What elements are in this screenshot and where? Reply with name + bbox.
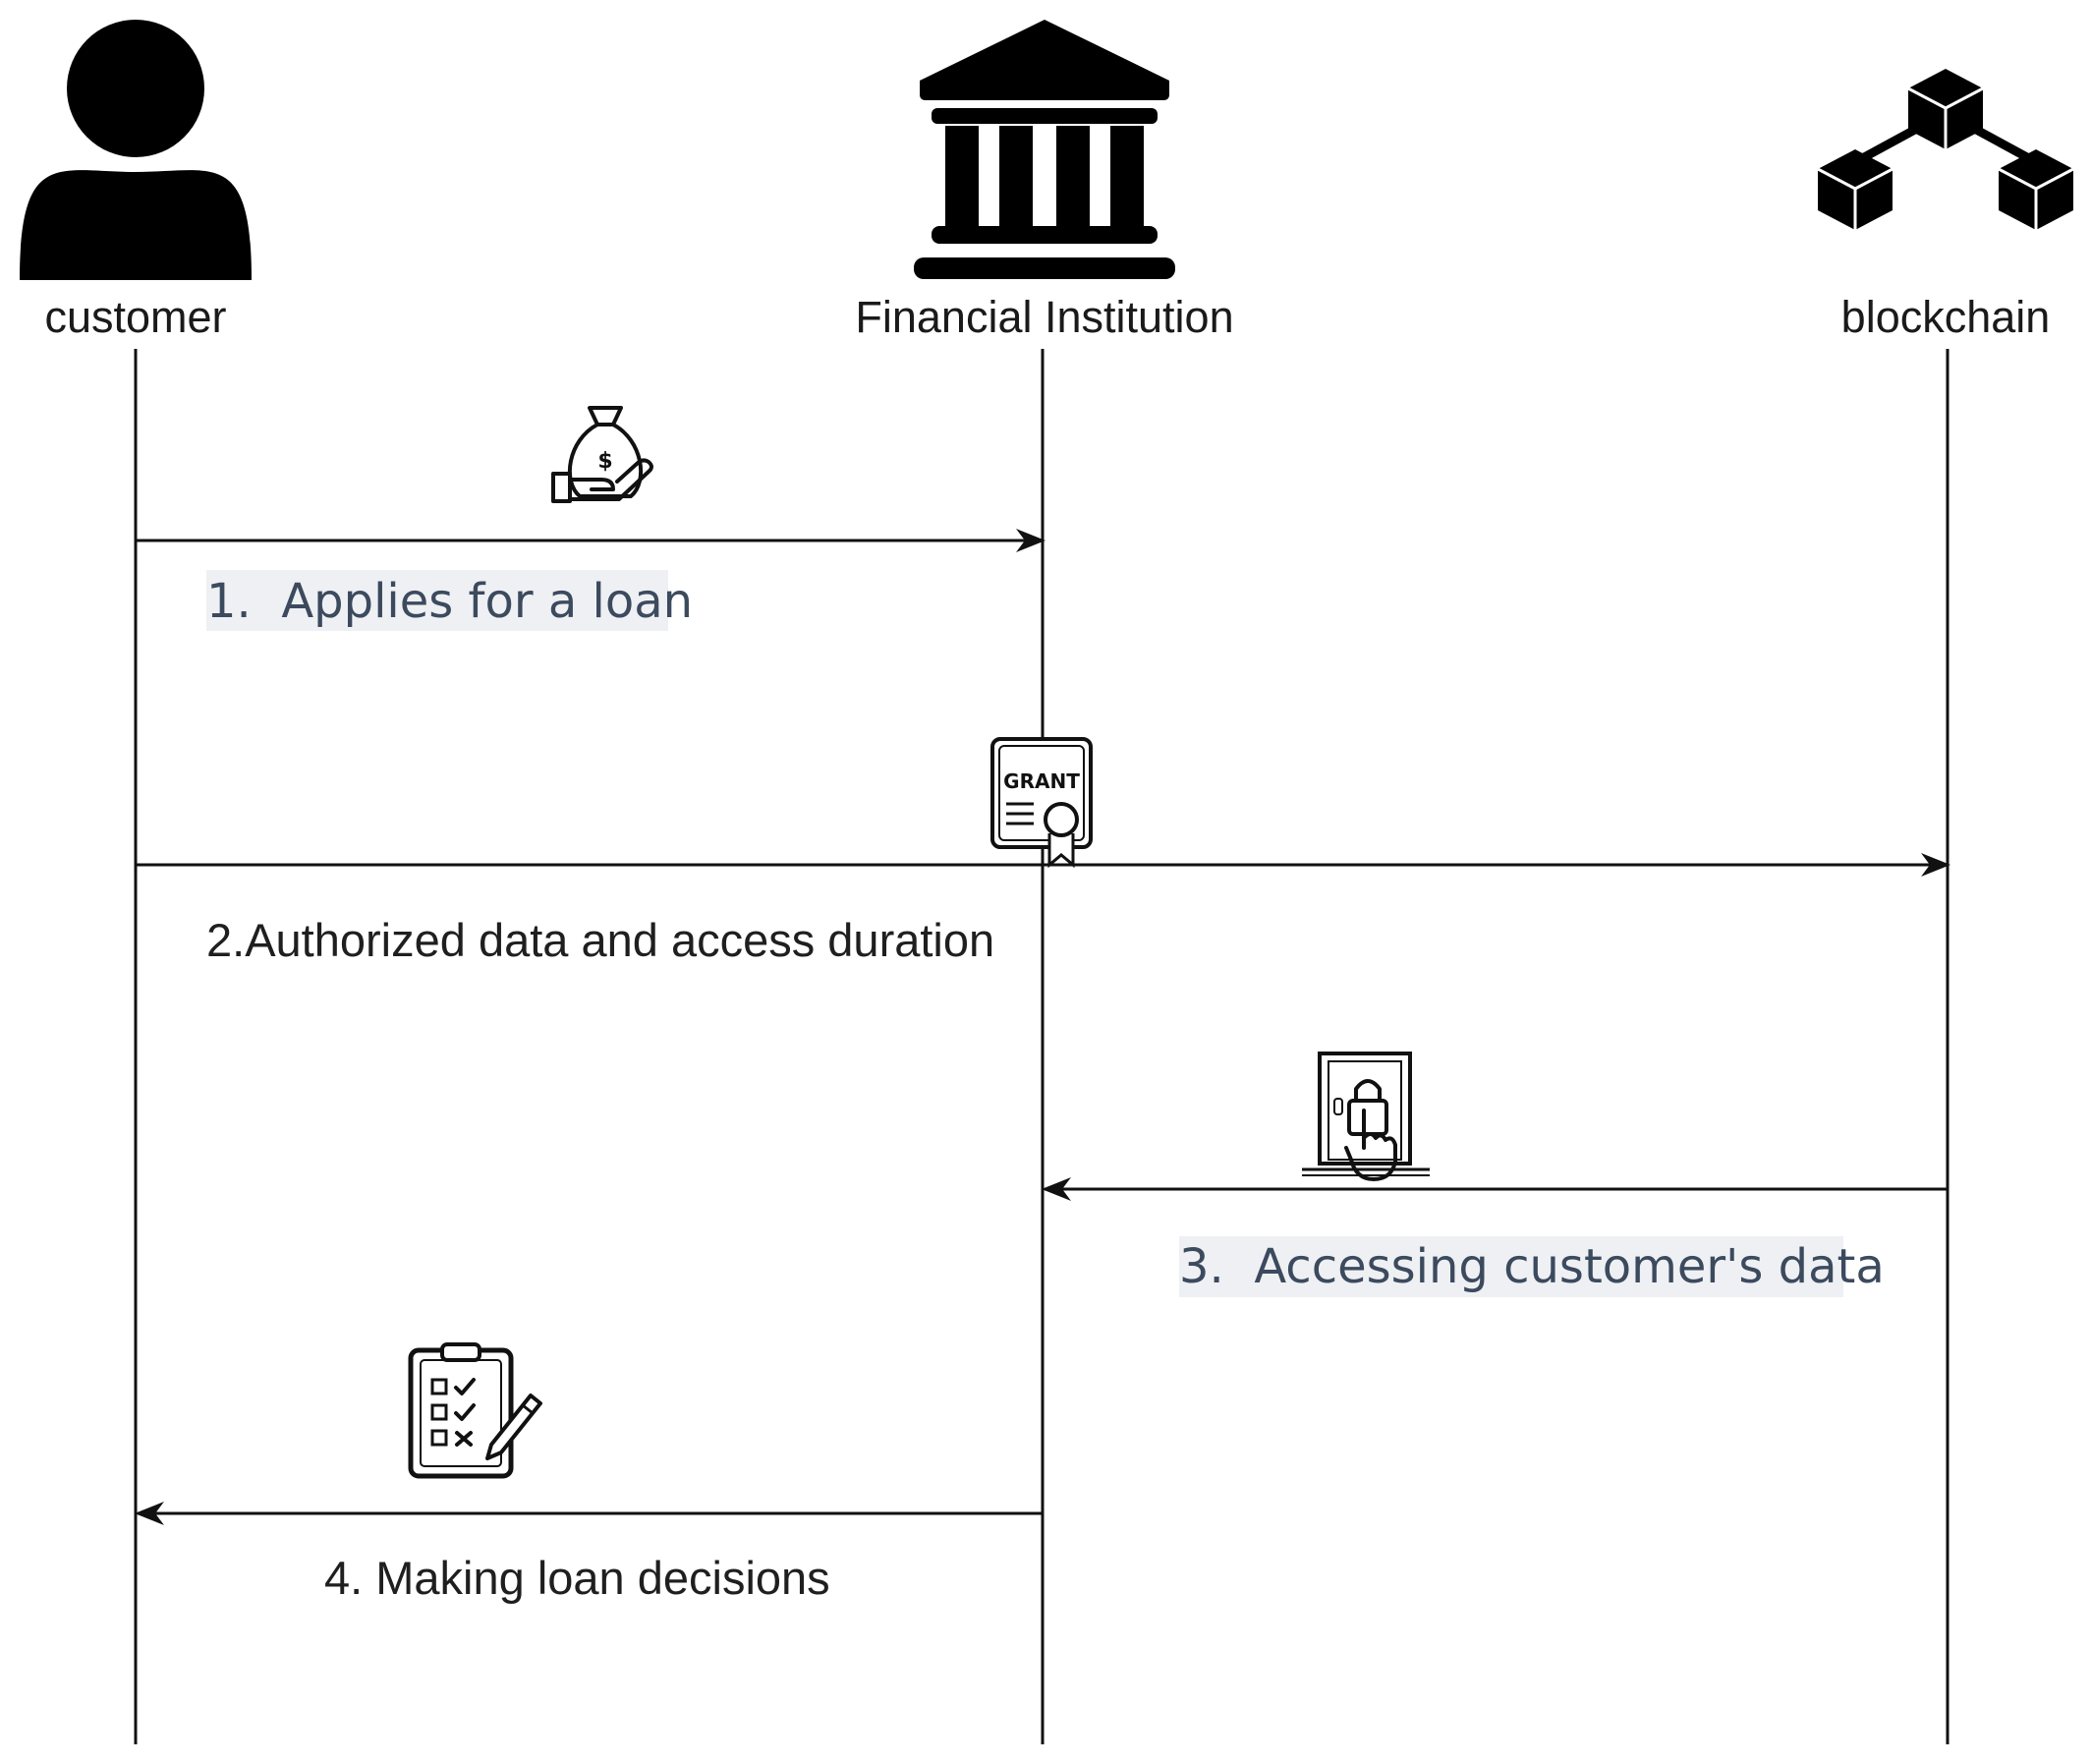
grant-certificate-icon: GRANT	[990, 737, 1093, 869]
actor-customer: customer	[20, 20, 252, 342]
message-1: $ 1. Applies for a loan	[136, 406, 1046, 631]
message-4-label: 4. Making loan decisions	[324, 1552, 830, 1604]
actor-blockchain: blockchain	[1817, 69, 2074, 342]
message-4: 4. Making loan decisions	[135, 1342, 1043, 1604]
message-3: 3. Accessing customer's data	[1042, 1052, 1948, 1297]
bank-icon	[914, 20, 1175, 279]
message-2-label: 2.Authorized data and access duration	[206, 914, 994, 966]
grant-certificate-text: GRANT	[1003, 769, 1080, 793]
actor-institution: Financial Institution	[855, 20, 1234, 342]
checklist-clipboard-icon	[408, 1342, 542, 1479]
actor-label-blockchain: blockchain	[1841, 292, 2051, 342]
message-1-label: 1. Applies for a loan	[206, 574, 693, 629]
actor-label-institution: Financial Institution	[855, 292, 1233, 342]
actor-label-customer: customer	[44, 292, 226, 342]
money-bag-dollar-sign: $	[597, 449, 612, 474]
money-bag-hand-icon: $	[551, 406, 653, 503]
message-1-label-highlight	[206, 570, 668, 631]
message-3-label: 3. Accessing customer's data	[1179, 1239, 1885, 1294]
door-lock-touch-icon	[1302, 1052, 1430, 1181]
message-2: GRANT 2.Authorized data and access durat…	[136, 737, 1950, 966]
message-3-label-highlight	[1179, 1236, 1843, 1297]
blockchain-icon	[1817, 69, 2074, 230]
person-icon	[20, 20, 252, 280]
